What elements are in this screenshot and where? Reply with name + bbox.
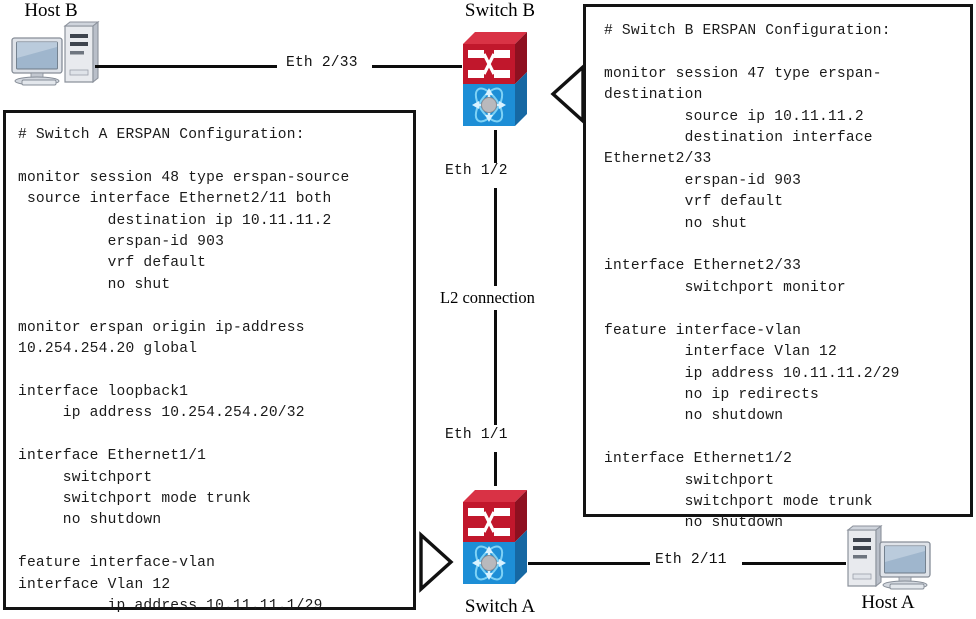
switch-b-config-text: # Switch B ERSPAN Configuration: monitor… <box>604 23 900 532</box>
link-line-switch-a-host-a-left <box>528 562 650 565</box>
link-label-eth-1-2: Eth 1/2 <box>442 163 511 179</box>
link-line-host-b-switch-b-right <box>372 65 462 68</box>
link-line-switch-b-down-upper <box>494 130 497 165</box>
multilayer-switch-icon <box>461 22 533 134</box>
link-line-host-b-switch-b-left <box>95 65 277 68</box>
multilayer-switch-icon <box>461 480 533 592</box>
link-label-eth-2-11: Eth 2/11 <box>652 552 730 568</box>
switch-b-label: Switch B <box>464 0 536 21</box>
pointer-triangle-right-icon <box>418 530 454 599</box>
link-line-switch-a-host-a-right <box>742 562 846 565</box>
link-label-eth-2-33: Eth 2/33 <box>283 55 361 71</box>
pointer-triangle-left-icon <box>550 62 586 131</box>
host-a-label: Host A <box>861 592 915 613</box>
link-line-switch-a-up-upper <box>494 310 497 425</box>
desktop-computer-icon <box>840 524 932 596</box>
link-line-switch-b-down-lower <box>494 188 497 286</box>
link-line-switch-a-up-lower <box>494 452 497 486</box>
switch-a-label: Switch A <box>464 596 536 617</box>
l2-connection-label: L2 connection <box>440 288 535 307</box>
switch-a-config-text: # Switch A ERSPAN Configuration: monitor… <box>18 127 350 614</box>
desktop-computer-icon <box>8 20 100 92</box>
switch-b-config-box: # Switch B ERSPAN Configuration: monitor… <box>583 4 973 531</box>
switch-a-config-box: # Switch A ERSPAN Configuration: monitor… <box>3 110 416 614</box>
link-label-eth-1-1: Eth 1/1 <box>442 427 511 443</box>
host-b-label: Host B <box>24 0 78 21</box>
